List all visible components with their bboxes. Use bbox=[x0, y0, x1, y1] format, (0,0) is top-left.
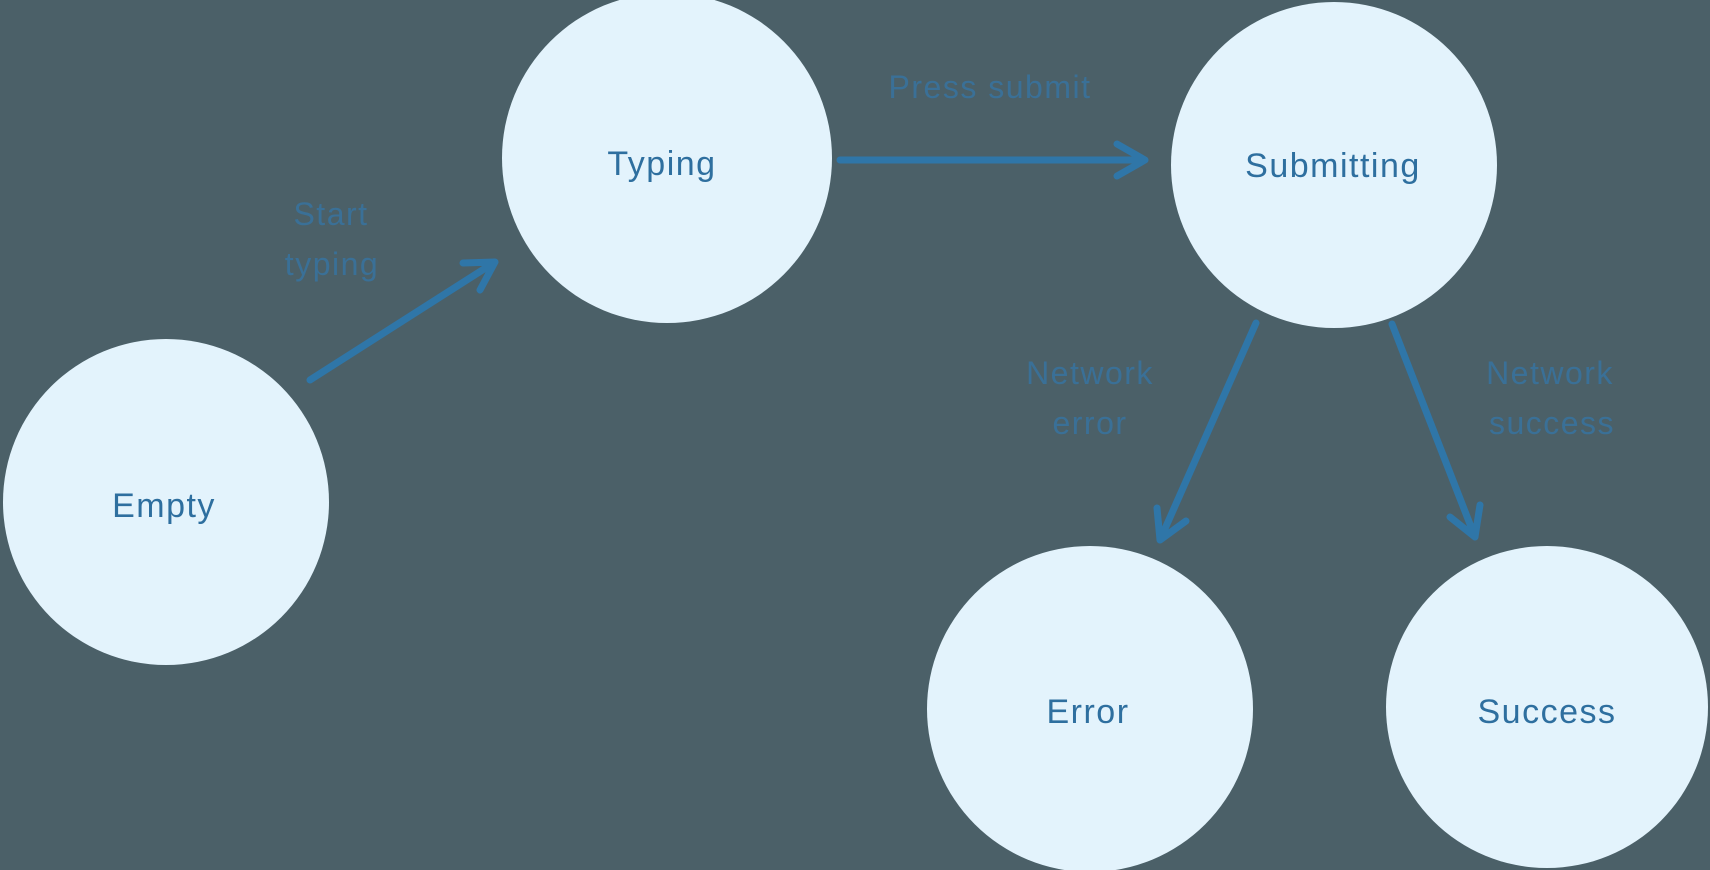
state-circle-typing bbox=[502, 0, 832, 323]
state-circle-error bbox=[927, 546, 1253, 870]
state-label-empty: Empty bbox=[112, 487, 216, 525]
state-label-typing: Typing bbox=[607, 145, 716, 183]
transition-arrow-press-submit bbox=[836, 140, 1149, 180]
state-circle-submitting bbox=[1171, 2, 1497, 328]
transition-label-press-submit: Press submit bbox=[889, 69, 1092, 105]
transition-arrow-start-typing bbox=[306, 258, 499, 384]
transition-label-network-success-line1: Network bbox=[1486, 355, 1614, 391]
transition-label-start-typing-line2: typing bbox=[285, 246, 379, 282]
state-success: Success bbox=[1386, 546, 1708, 868]
transition-label-network-success-line2: success bbox=[1489, 405, 1615, 441]
transition-label-start-typing-line1: Start bbox=[293, 196, 368, 232]
state-label-success: Success bbox=[1478, 693, 1617, 731]
state-circle-success bbox=[1386, 546, 1708, 868]
state-error: Error bbox=[927, 546, 1253, 870]
state-submitting: Submitting bbox=[1171, 2, 1497, 328]
state-circle-empty bbox=[3, 339, 329, 665]
state-empty: Empty bbox=[3, 339, 329, 665]
transition-start-typing: Start typing bbox=[285, 196, 499, 384]
transition-label-network-error-line2: error bbox=[1052, 405, 1127, 441]
state-label-error: Error bbox=[1046, 693, 1129, 731]
transition-arrow-network-error bbox=[1153, 319, 1260, 544]
state-label-submitting: Submitting bbox=[1245, 147, 1421, 185]
transition-network-error: Network error bbox=[1026, 319, 1260, 544]
transition-press-submit: Press submit bbox=[836, 69, 1149, 180]
transition-network-success: Network success bbox=[1388, 320, 1615, 541]
transition-arrow-network-success bbox=[1388, 320, 1484, 541]
state-typing: Typing bbox=[502, 0, 832, 323]
transition-label-network-error-line1: Network bbox=[1026, 355, 1154, 391]
